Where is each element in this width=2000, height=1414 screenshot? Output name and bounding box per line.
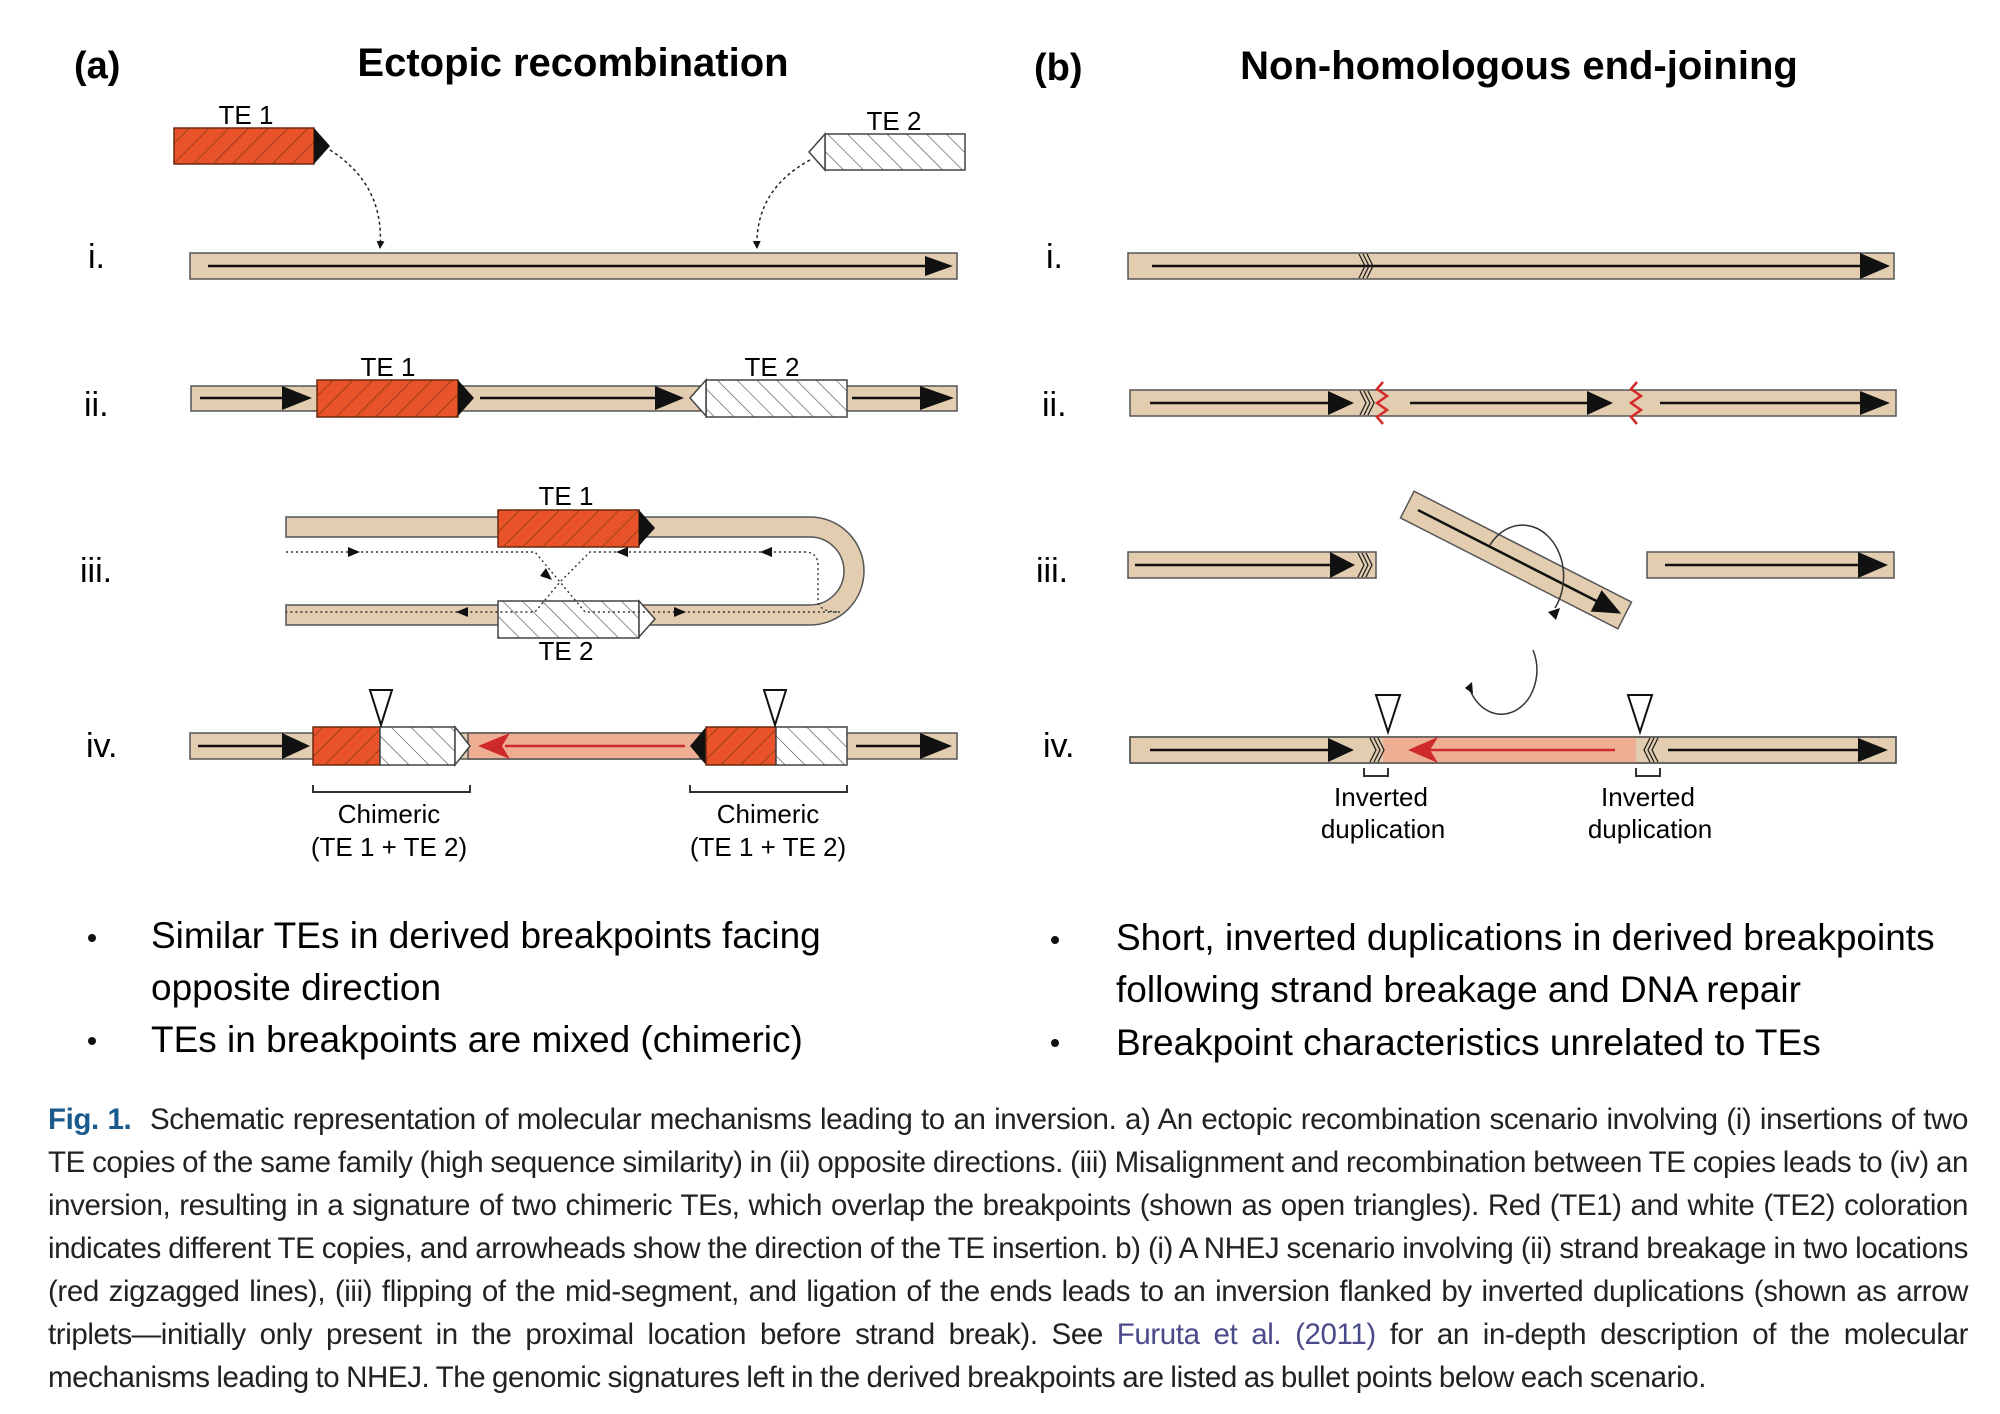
bullet-dot bbox=[1051, 1039, 1059, 1047]
figure-caption: Fig. 1. Schematic representation of mole… bbox=[48, 1098, 1968, 1399]
caption-text-after-link: for an in-depth description of the molec… bbox=[48, 1318, 1968, 1394]
panel-a-bullets: Similar TEs in derived breakpoints facin… bbox=[88, 915, 821, 1060]
strand-break-zigzag bbox=[1374, 381, 1390, 425]
panel-b-title: Non-homologous end-joining bbox=[1240, 44, 1798, 88]
row-label-ii: ii. bbox=[84, 386, 109, 424]
strand-break-zigzag bbox=[1628, 381, 1644, 425]
figure-panels: (a) Ectopic recombination i. ii. iii. iv… bbox=[74, 41, 1935, 1063]
nhej-row-iii-flipping bbox=[1127, 490, 1895, 715]
bullet-dot bbox=[88, 1037, 96, 1045]
arrow-triplet bbox=[1358, 253, 1374, 279]
panel-b-bullets: Short, inverted duplications in derived … bbox=[1051, 917, 1935, 1063]
te2-label: TE 2 bbox=[867, 106, 922, 136]
row-iv-inverted-chromosome: Chimeric (TE 1 + TE 2) Chimeric (TE 1 + … bbox=[189, 689, 958, 862]
te1-hairpin-label: TE 1 bbox=[539, 481, 594, 511]
row-label-iv: iv. bbox=[86, 727, 117, 765]
te2-hairpin-label: TE 2 bbox=[539, 636, 594, 666]
te1-label: TE 1 bbox=[219, 100, 274, 130]
nhej-row-ii-chromosome bbox=[1129, 381, 1897, 425]
rotation-arrow-top bbox=[1489, 524, 1565, 609]
breakpoint-triangle-right bbox=[1626, 694, 1654, 736]
panel-b-bullet-1-line2: following strand breakage and DNA repair bbox=[1116, 969, 1801, 1010]
te1-insertion-arrow bbox=[329, 149, 385, 249]
nhej-row-i-chromosome bbox=[1127, 252, 1895, 280]
row-i-chromosome bbox=[189, 252, 958, 280]
row-iii-misaligned-hairpin: TE 1 TE 2 bbox=[285, 481, 865, 666]
row-label-iii: iii. bbox=[1036, 552, 1068, 590]
bullet-dot bbox=[1051, 936, 1059, 944]
nhej-row-iv-inverted-chromosome: Inverted duplication Inverted duplicatio… bbox=[1129, 694, 1897, 844]
panel-b-letter: (b) bbox=[1034, 47, 1083, 89]
te2-inserted-label: TE 2 bbox=[745, 352, 800, 382]
panel-a-bullet-2-line1: TEs in breakpoints are mixed (chimeric) bbox=[151, 1019, 803, 1060]
row-label-iii: iii. bbox=[80, 552, 112, 590]
row-label-i: i. bbox=[88, 238, 105, 276]
te2-direction-arrowhead bbox=[807, 132, 826, 172]
row-label-iv: iv. bbox=[1043, 727, 1074, 765]
furuta-reference-link[interactable]: Furuta et al. (2011) bbox=[1116, 1318, 1376, 1351]
panel-a-bullet-1-line2: opposite direction bbox=[151, 967, 441, 1008]
caption-text-before-link: Schematic representation of molecular me… bbox=[48, 1103, 1969, 1351]
rotation-arrow-bottom bbox=[1469, 649, 1538, 715]
inverted-dup-label-left-line1: Inverted bbox=[1334, 782, 1428, 812]
panel-a: (a) Ectopic recombination i. ii. iii. iv… bbox=[74, 41, 966, 1060]
inverted-dup-label-left-line2: duplication bbox=[1321, 814, 1445, 844]
row-ii-chromosome: TE 1 TE 2 bbox=[190, 352, 958, 418]
te2-free-element: TE 2 bbox=[807, 106, 966, 172]
panel-b-bullet-1-line1: Short, inverted duplications in derived … bbox=[1116, 917, 1935, 958]
figure-label: Fig. 1. bbox=[48, 1103, 132, 1136]
chimeric-label-left-line2: (TE 1 + TE 2) bbox=[311, 832, 467, 862]
panel-b: (b) Non-homologous end-joining i. ii. ii… bbox=[1034, 44, 1935, 1063]
inverted-dup-label-right-line2: duplication bbox=[1588, 814, 1712, 844]
chimeric-label-left-line1: Chimeric bbox=[338, 799, 441, 829]
te2-insertion-arrow bbox=[752, 159, 811, 249]
inverted-dup-label-right-line1: Inverted bbox=[1601, 782, 1695, 812]
te1-inserted-label: TE 1 bbox=[361, 352, 416, 382]
breakpoint-triangle-left bbox=[368, 689, 394, 729]
row-label-i: i. bbox=[1046, 238, 1063, 276]
chimeric-label-right-line1: Chimeric bbox=[717, 799, 820, 829]
row-label-ii: ii. bbox=[1042, 386, 1067, 424]
arrow-triplet bbox=[1643, 737, 1659, 763]
arrow-triplet bbox=[1359, 390, 1375, 416]
panel-a-title: Ectopic recombination bbox=[357, 41, 788, 85]
te1-direction-arrowhead bbox=[314, 128, 330, 164]
breakpoint-triangle-right bbox=[762, 689, 788, 729]
breakpoint-triangle-left bbox=[1374, 694, 1402, 736]
flipping-mid-segment bbox=[1399, 490, 1633, 630]
te1-free-element: TE 1 bbox=[173, 100, 330, 165]
panel-a-letter: (a) bbox=[74, 45, 120, 87]
panel-b-bullet-2-line1: Breakpoint characteristics unrelated to … bbox=[1116, 1022, 1821, 1063]
bullet-dot bbox=[88, 934, 96, 942]
arrow-triplet bbox=[1369, 737, 1385, 763]
chimeric-label-right-line2: (TE 1 + TE 2) bbox=[690, 832, 846, 862]
panel-a-bullet-1-line1: Similar TEs in derived breakpoints facin… bbox=[151, 915, 821, 956]
